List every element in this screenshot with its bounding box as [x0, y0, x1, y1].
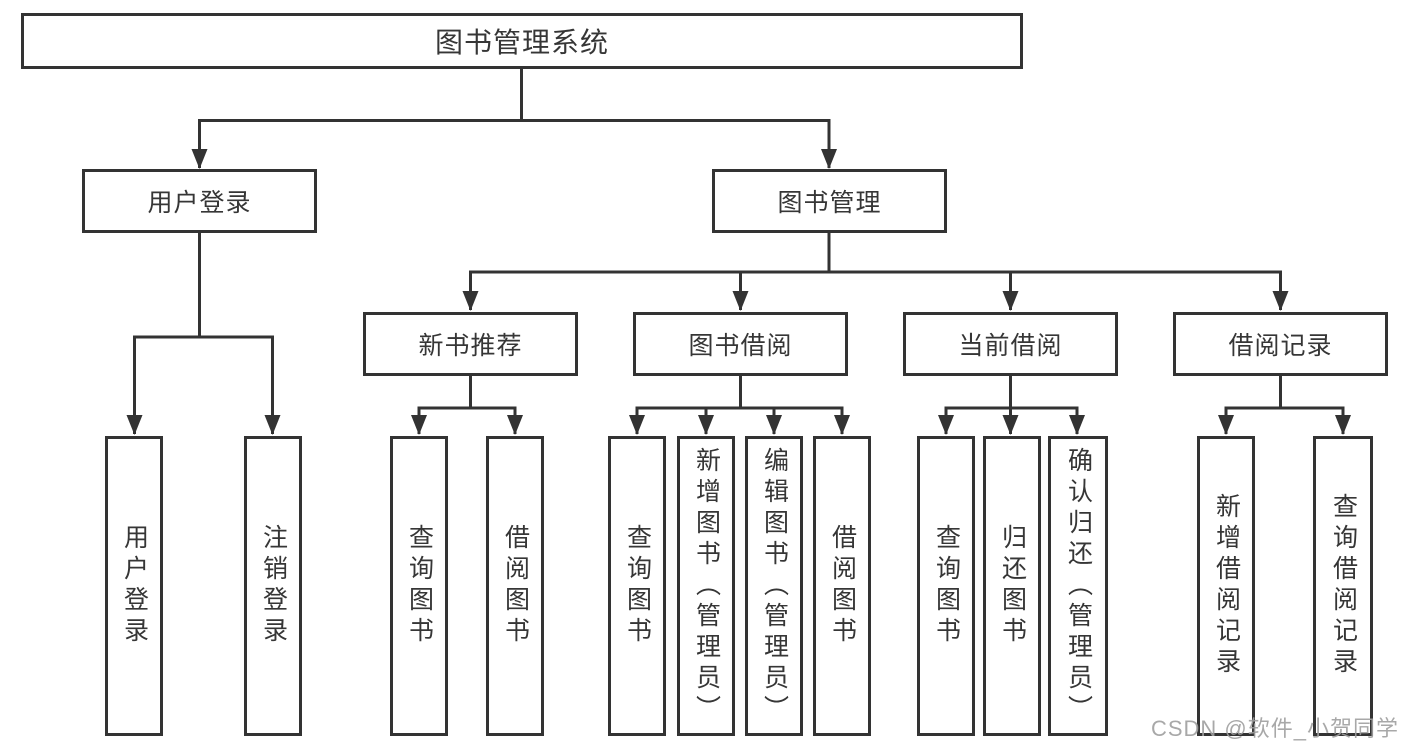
node-book-management-system: 图书管理系统 [21, 13, 1023, 69]
leaf-return-books-label: 归还图书 [998, 524, 1027, 648]
node-user-login: 用户登录 [82, 169, 317, 233]
leaf-add-books-admin-label: 新增图书（管理员） [692, 446, 721, 726]
node-book-management: 图书管理 [712, 169, 947, 233]
leaf-query-books-recommend-label: 查询图书 [405, 524, 434, 648]
leaf-borrow-books-recommend: 借阅图书 [486, 436, 544, 736]
csdn-watermark: CSDN @软件_小贺同学 [1150, 716, 1399, 741]
leaf-query-books-current-label: 查询图书 [932, 524, 961, 648]
leaf-edit-books-admin: 编辑图书（管理员） [745, 436, 803, 736]
leaf-add-borrow-record-label: 新增借阅记录 [1212, 493, 1241, 679]
leaf-borrow-books-borrowing-label: 借阅图书 [828, 524, 857, 648]
leaf-return-books: 归还图书 [983, 436, 1041, 736]
leaf-query-borrow-record-label: 查询借阅记录 [1329, 493, 1358, 679]
leaf-user-login: 用户登录 [105, 436, 163, 736]
leaf-logout-label: 注销登录 [259, 524, 288, 648]
leaf-confirm-return-admin: 确认归还（管理员） [1048, 436, 1108, 736]
leaf-query-borrow-record: 查询借阅记录 [1313, 436, 1373, 736]
leaf-query-books-borrowing: 查询图书 [608, 436, 666, 736]
leaf-borrow-books-recommend-label: 借阅图书 [501, 524, 530, 648]
leaf-add-books-admin: 新增图书（管理员） [677, 436, 735, 736]
leaf-query-books-borrowing-label: 查询图书 [623, 524, 652, 648]
leaf-user-login-label: 用户登录 [120, 524, 149, 648]
leaf-edit-books-admin-label: 编辑图书（管理员） [760, 446, 789, 726]
node-current-borrowing: 当前借阅 [903, 312, 1118, 376]
node-book-borrowing: 图书借阅 [633, 312, 848, 376]
leaf-add-borrow-record: 新增借阅记录 [1197, 436, 1255, 736]
leaf-query-books-recommend: 查询图书 [390, 436, 448, 736]
leaf-query-books-current: 查询图书 [917, 436, 975, 736]
leaf-logout: 注销登录 [244, 436, 302, 736]
node-borrowing-records: 借阅记录 [1173, 312, 1388, 376]
leaf-borrow-books-borrowing: 借阅图书 [813, 436, 871, 736]
leaf-confirm-return-admin-label: 确认归还（管理员） [1064, 446, 1093, 726]
node-new-book-recommendation: 新书推荐 [363, 312, 578, 376]
